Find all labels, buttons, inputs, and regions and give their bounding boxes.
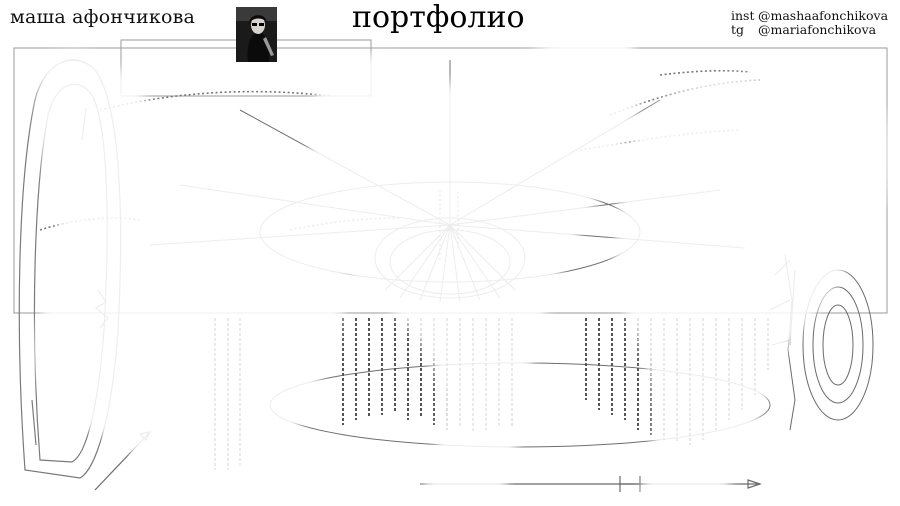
contact-label: tg [731, 22, 745, 37]
artist-name: маша афончикова [10, 6, 196, 28]
page-title: портфолио [352, 0, 525, 35]
contact-tg[interactable]: tg @mariafonchikova [731, 23, 888, 37]
cloud-figure-overlay [34, 28, 889, 501]
portrait-photo-icon [236, 7, 277, 62]
contact-inst[interactable]: inst@mashaafonchikova [731, 9, 888, 23]
contact-handle: @mashaafonchikova [758, 8, 889, 23]
contact-label: inst [731, 8, 755, 23]
contacts-block: inst@mashaafonchikova tg @mariafonchikova [731, 9, 888, 37]
contact-handle: @mariafonchikova [758, 22, 877, 37]
